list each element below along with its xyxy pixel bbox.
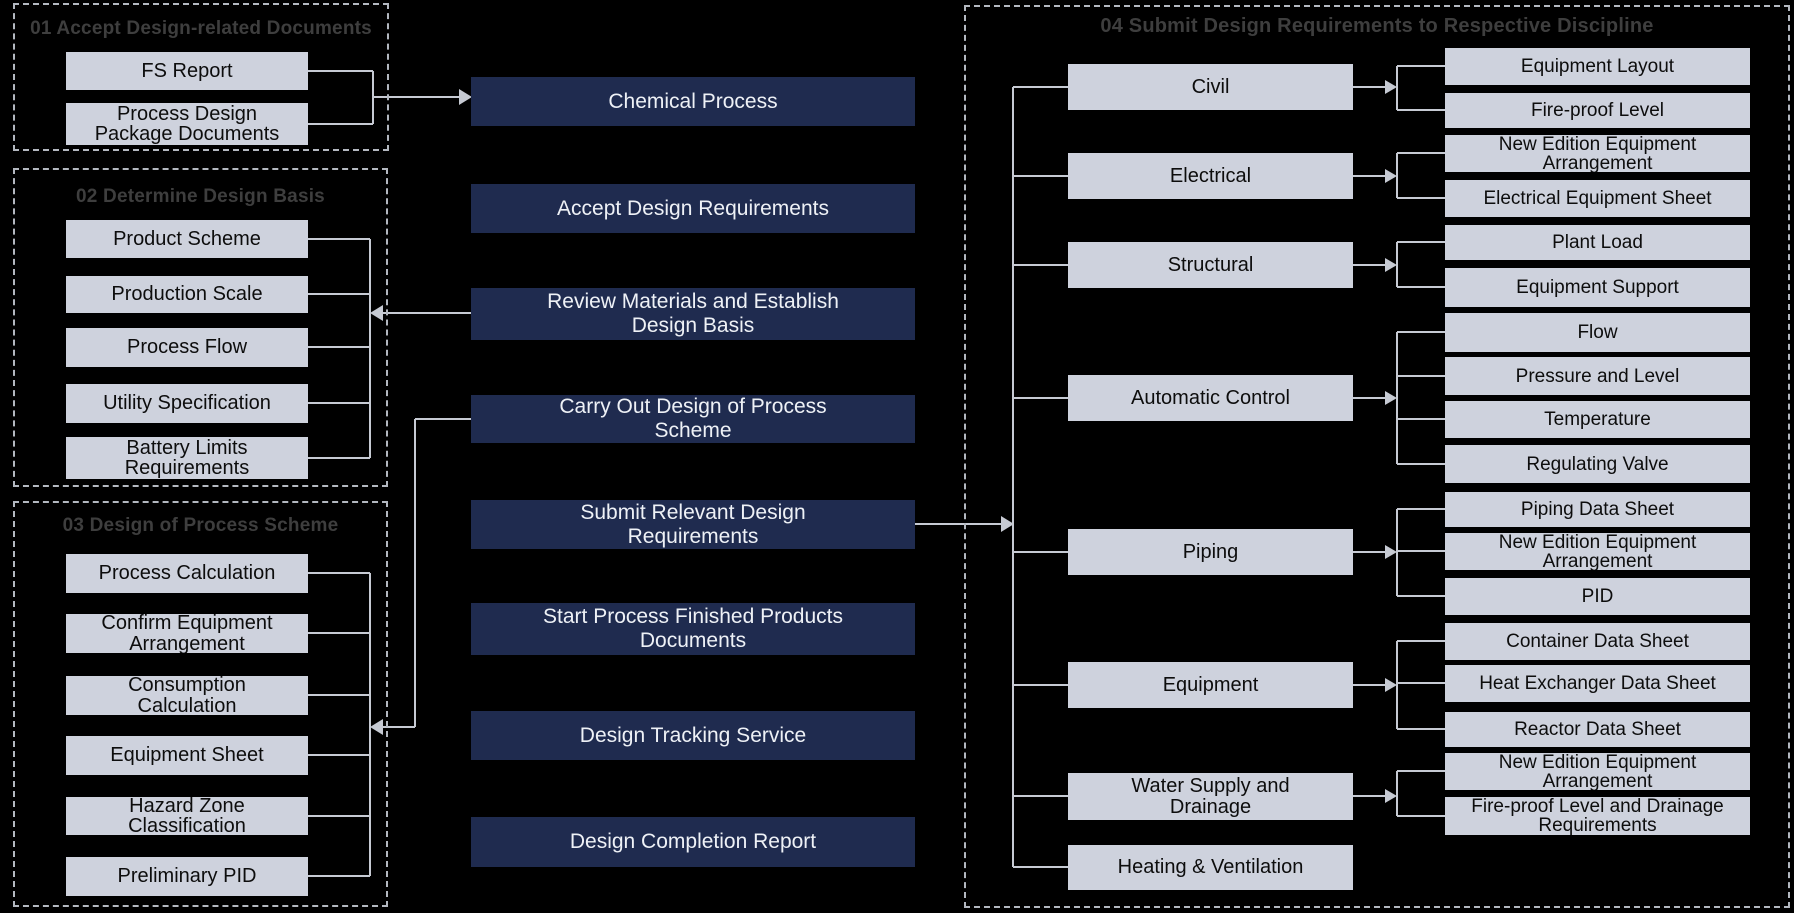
output-box: Pressure and Level bbox=[1445, 357, 1750, 395]
scheme-box-confirm-equipment: Confirm Equipment Arrangement bbox=[66, 614, 308, 653]
discipline-automatic-control: Automatic Control bbox=[1068, 375, 1353, 421]
output-box: New Edition Equipment Arrangement bbox=[1445, 753, 1750, 790]
basis-box-utility-specification: Utility Specification bbox=[66, 384, 308, 423]
scheme-box-process-calculation: Process Calculation bbox=[66, 554, 308, 593]
output-box: New Edition Equipment Arrangement bbox=[1445, 533, 1750, 570]
output-box: Plant Load bbox=[1445, 225, 1750, 260]
step-accept-design-requirements: Accept Design Requirements bbox=[471, 184, 915, 233]
group-accept-documents-title: 01 Accept Design-related Documents bbox=[30, 18, 372, 39]
step-start-finished-products: Start Process Finished Products Document… bbox=[471, 603, 915, 655]
scheme-box-consumption-calculation: Consumption Calculation bbox=[66, 676, 308, 715]
discipline-structural: Structural bbox=[1068, 242, 1353, 288]
group-design-process-scheme-title: 03 Design of Process Scheme bbox=[62, 515, 339, 536]
step-design-completion-report: Design Completion Report bbox=[471, 817, 915, 867]
step-review-materials: Review Materials and Establish Design Ba… bbox=[471, 288, 915, 340]
basis-box-process-flow: Process Flow bbox=[66, 328, 308, 367]
group-determine-design-basis: 02 Determine Design Basis bbox=[13, 168, 388, 487]
output-box: Heat Exchanger Data Sheet bbox=[1445, 665, 1750, 702]
doc-box-fs-report: FS Report bbox=[66, 52, 308, 90]
discipline-equipment: Equipment bbox=[1068, 662, 1353, 708]
group-submit-requirements-title: 04 Submit Design Requirements to Respect… bbox=[1100, 15, 1654, 37]
output-box: Equipment Layout bbox=[1445, 48, 1750, 85]
group-accept-documents: 01 Accept Design-related Documents bbox=[13, 3, 389, 151]
basis-box-production-scale: Production Scale bbox=[66, 276, 308, 313]
scheme-box-equipment-sheet: Equipment Sheet bbox=[66, 736, 308, 775]
output-box: Container Data Sheet bbox=[1445, 623, 1750, 660]
output-box: Fire-proof Level bbox=[1445, 93, 1750, 128]
output-box: PID bbox=[1445, 578, 1750, 615]
doc-box-process-design-package: Process Design Package Documents bbox=[66, 103, 308, 145]
group-design-process-scheme: 03 Design of Process Scheme bbox=[13, 501, 388, 907]
output-box: Electrical Equipment Sheet bbox=[1445, 180, 1750, 217]
step-carry-out-design: Carry Out Design of Process Scheme bbox=[471, 395, 915, 443]
discipline-civil: Civil bbox=[1068, 64, 1353, 110]
basis-box-battery-limits: Battery Limits Requirements bbox=[66, 437, 308, 479]
basis-box-product-scheme: Product Scheme bbox=[66, 220, 308, 258]
scheme-box-hazard-zone: Hazard Zone Classification bbox=[66, 797, 308, 835]
discipline-heating-ventilation: Heating & Ventilation bbox=[1068, 845, 1353, 890]
output-box: Reactor Data Sheet bbox=[1445, 712, 1750, 747]
discipline-electrical: Electrical bbox=[1068, 153, 1353, 199]
step-submit-relevant-requirements: Submit Relevant Design Requirements bbox=[471, 500, 915, 549]
output-box: Piping Data Sheet bbox=[1445, 492, 1750, 527]
output-box: Regulating Valve bbox=[1445, 445, 1750, 483]
output-box: New Edition Equipment Arrangement bbox=[1445, 135, 1750, 172]
output-box: Temperature bbox=[1445, 401, 1750, 438]
output-box: Fire-proof Level and Drainage Requiremen… bbox=[1445, 797, 1750, 835]
step-design-tracking-service: Design Tracking Service bbox=[471, 711, 915, 760]
discipline-water-supply-drainage: Water Supply and Drainage bbox=[1068, 773, 1353, 820]
output-box: Equipment Support bbox=[1445, 268, 1750, 307]
output-box: Flow bbox=[1445, 313, 1750, 352]
scheme-box-preliminary-pid: Preliminary PID bbox=[66, 857, 308, 896]
discipline-piping: Piping bbox=[1068, 529, 1353, 575]
group-submit-requirements: 04 Submit Design Requirements to Respect… bbox=[964, 5, 1790, 908]
step-chemical-process: Chemical Process bbox=[471, 77, 915, 126]
group-determine-design-basis-title: 02 Determine Design Basis bbox=[76, 186, 325, 207]
